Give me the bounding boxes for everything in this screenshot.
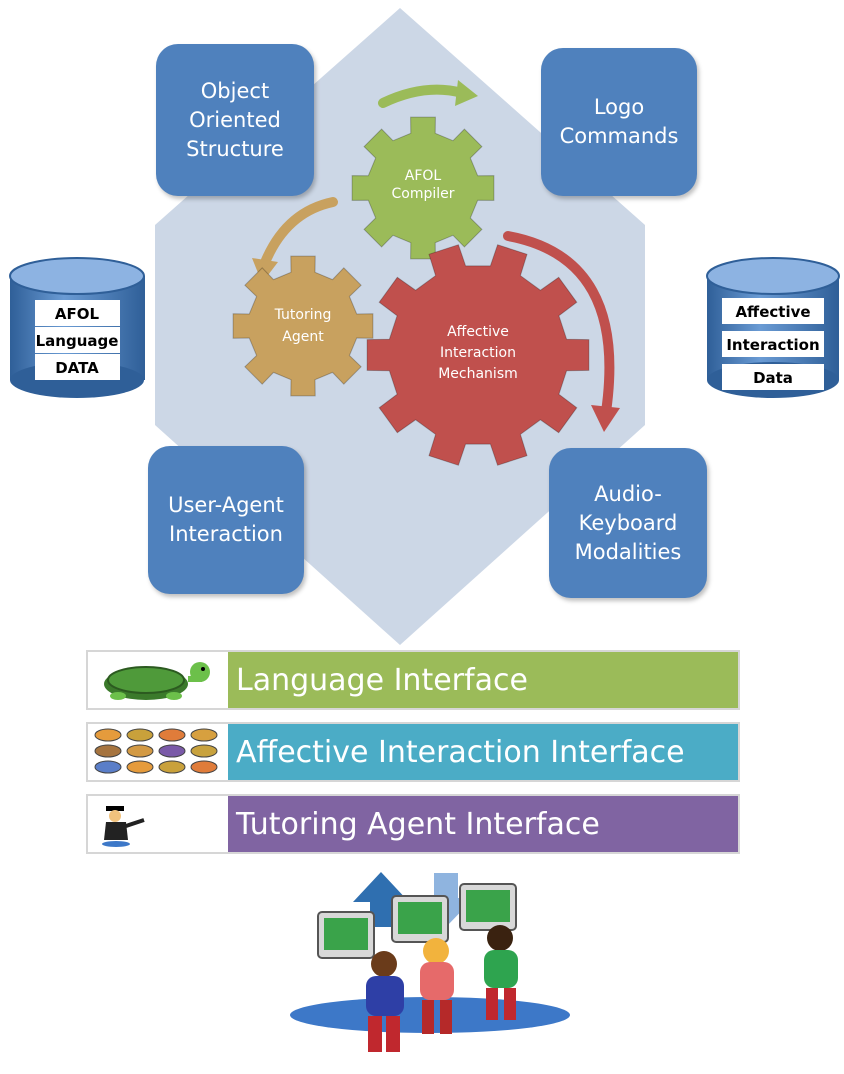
- emotion-face: [94, 760, 122, 774]
- arrow-green-head: [455, 80, 478, 106]
- arrow-tan-curved: [259, 197, 338, 270]
- arrow-red-curved: [503, 231, 615, 417]
- tutor-agent-icon: [88, 796, 228, 852]
- users-at-computers-icon: [290, 883, 570, 1052]
- arrow-red-head: [591, 405, 620, 432]
- emotion-face: [126, 744, 154, 758]
- db-left-line-2: Language: [36, 332, 119, 350]
- turtle-icon: [88, 652, 228, 708]
- emotion-face: [94, 728, 122, 742]
- arrow-tan-head: [252, 258, 278, 283]
- layer-affective-interaction-interface: Affective Interaction Interface: [86, 722, 740, 782]
- gear-affective-mechanism: [366, 244, 590, 466]
- gear-affective-label-3: Mechanism: [438, 366, 518, 382]
- db-right-line-3: Data: [753, 369, 793, 387]
- emotion-face: [158, 728, 186, 742]
- database-affective-interaction: Affective Interaction Data: [706, 257, 840, 398]
- box-object-oriented-structure: Object Oriented Structure: [156, 44, 314, 196]
- emotion-face: [158, 744, 186, 758]
- gear-compiler-shape: [351, 116, 495, 260]
- box-user-agent-interaction: User-Agent Interaction: [148, 446, 304, 594]
- box-audio-keyboard-modalities: Audio- Keyboard Modalities: [549, 448, 707, 598]
- box-logo-commands: Logo Commands: [541, 48, 697, 196]
- emotion-face: [190, 760, 218, 774]
- gear-affective-shape: [366, 244, 590, 466]
- emotion-face: [190, 728, 218, 742]
- arrow-green-curved: [378, 84, 467, 108]
- emotion-face: [126, 760, 154, 774]
- emotion-face: [158, 760, 186, 774]
- gear-tutoring-label-1: Tutoring: [274, 307, 332, 323]
- layer-language-label: Language Interface: [236, 662, 528, 698]
- db-right-line-1: Affective: [735, 303, 810, 321]
- db-left-line-1: AFOL: [55, 305, 100, 323]
- gear-compiler-label-2: Compiler: [391, 186, 454, 202]
- gear-affective-label-1: Affective: [447, 324, 509, 340]
- gear-afol-compiler: [351, 116, 495, 260]
- gear-tutoring-label-2: Agent: [282, 329, 324, 345]
- gear-tutoring-agent: [232, 255, 374, 397]
- layer-tutoring-agent-interface: Tutoring Agent Interface: [86, 794, 740, 854]
- layer-tutoring-label: Tutoring Agent Interface: [236, 806, 600, 842]
- emotion-face: [94, 744, 122, 758]
- emotion-face: [126, 728, 154, 742]
- layer-language-interface: Language Interface: [86, 650, 740, 710]
- emotion-faces-icon: [88, 724, 228, 780]
- db-left-line-3: DATA: [55, 359, 99, 377]
- db-right-line-2: Interaction: [726, 336, 819, 354]
- layer-affective-label: Affective Interaction Interface: [236, 734, 685, 770]
- gear-compiler-label-1: AFOL: [405, 168, 442, 184]
- gear-tutoring-shape: [232, 255, 374, 397]
- emotion-face: [190, 744, 218, 758]
- gear-affective-label-2: Interaction: [440, 345, 516, 361]
- arrow-up-icon: [353, 872, 409, 927]
- database-afol-language: AFOL Language DATA: [9, 257, 145, 398]
